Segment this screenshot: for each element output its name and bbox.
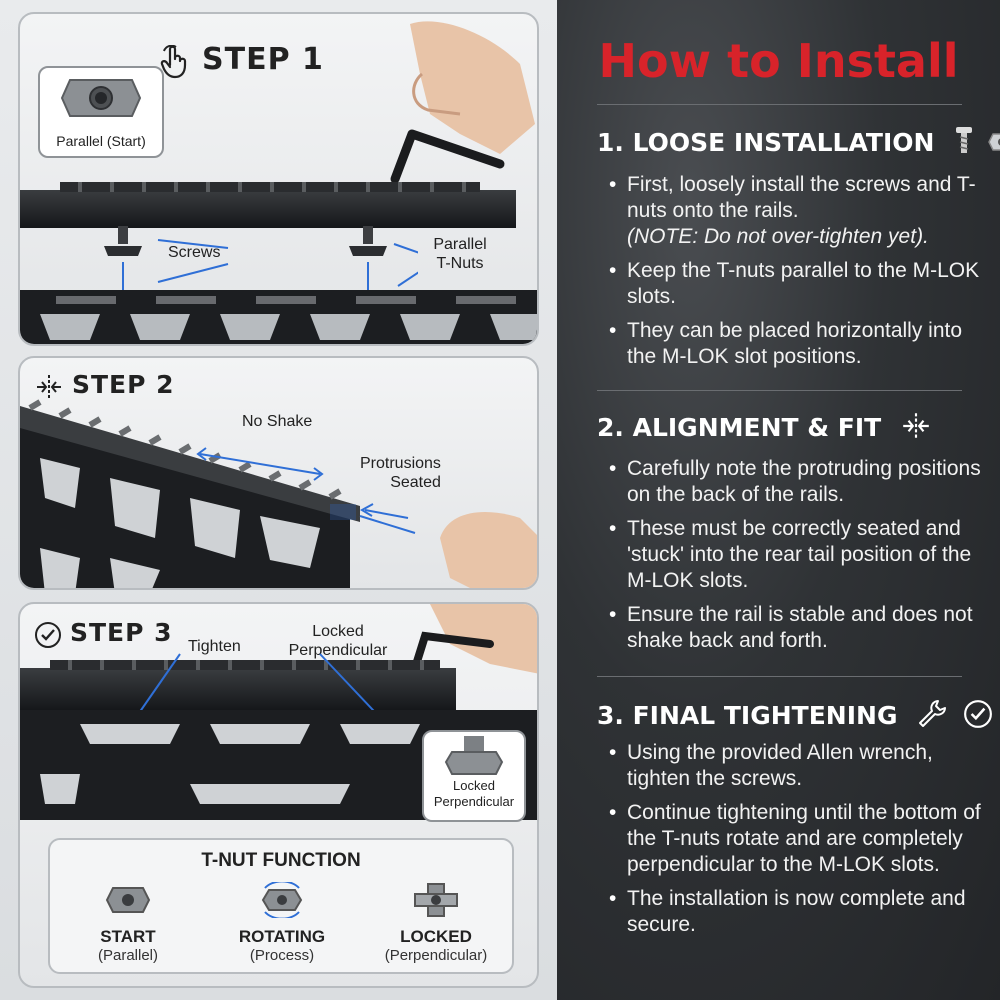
- list-item: These must be correctly seated and 'stuc…: [609, 516, 989, 594]
- section1-heading: 1. LOOSE INSTALLATION: [597, 126, 1000, 162]
- steps-illustration: STEP 1 Parallel (Start): [0, 0, 557, 1000]
- section2-bullets: Carefully note the protruding positions …: [609, 456, 989, 662]
- rail-step3: [20, 668, 456, 710]
- step2-panel: STEP 2 No Shake Protrusions Seated: [18, 356, 539, 590]
- tighten-label: Tighten: [188, 638, 241, 655]
- screws-label: Screws: [168, 244, 221, 261]
- list-item: Ensure the rail is stable and does not s…: [609, 602, 989, 654]
- align-icon: [900, 412, 932, 446]
- hand-wrench-image: [390, 21, 535, 184]
- locked-card-label: Locked Perpendicular: [433, 778, 515, 809]
- screw-icon: [953, 126, 975, 162]
- fn-locked: LOCKED (Perpendicular): [366, 882, 506, 964]
- list-item: They can be placed horizontally into the…: [609, 318, 989, 370]
- section2-heading: 2. ALIGNMENT & FIT: [597, 412, 932, 446]
- tnut-function-title: T-NUT FUNCTION: [201, 850, 361, 871]
- step2-title: STEP 2: [34, 370, 175, 404]
- picatinny-rail: [20, 190, 516, 228]
- section1-bullets: First, loosely install the screws and T-…: [609, 172, 989, 378]
- tnut-start-icon: [105, 887, 151, 913]
- tnuts-label: Parallel T-Nuts: [433, 236, 487, 272]
- tnut-rotating-icon: [261, 880, 303, 920]
- tnut-locked-icon: [444, 736, 504, 775]
- tnut-locked-fn-icon: [414, 883, 458, 917]
- parallel-start-label: Parallel (Start): [56, 133, 146, 149]
- section3-heading: 3. FINAL TIGHTENING: [597, 698, 993, 736]
- divider: [597, 390, 962, 391]
- wrench-icon: [916, 698, 948, 736]
- step3-panel: STEP 3 Tighten Locked Perpendicular Lock…: [18, 602, 539, 988]
- section3-bullets: Using the provided Allen wrench, tighten…: [609, 740, 989, 946]
- parallel-start-card: Parallel (Start): [38, 66, 164, 158]
- list-item: Continue tightening until the bottom of …: [609, 800, 989, 878]
- hand-pointer-icon: [160, 44, 194, 85]
- locked-label: Locked Perpendicular: [288, 623, 388, 659]
- list-item: First, loosely install the screws and T-…: [609, 172, 989, 250]
- tnut-icon: [988, 130, 1000, 159]
- check-circle-icon: [34, 621, 62, 653]
- align-icon: [34, 374, 64, 404]
- protrusions-label: Protrusions Seated: [360, 455, 441, 491]
- check-circle-icon: [963, 699, 993, 735]
- hand-image: [440, 512, 537, 588]
- no-shake-label: No Shake: [242, 413, 313, 430]
- divider: [597, 676, 962, 677]
- step1-title: STEP 1: [160, 42, 324, 85]
- list-item: Carefully note the protruding positions …: [609, 456, 989, 508]
- tnut-function-box: T-NUT FUNCTION START (Parallel) ROTATING…: [48, 838, 514, 974]
- step3-title: STEP 3: [34, 618, 173, 653]
- tnut-parallel-icon: [60, 79, 142, 117]
- locked-perpendicular-card: Locked Perpendicular: [422, 730, 526, 822]
- list-item: Using the provided Allen wrench, tighten…: [609, 740, 989, 792]
- fn-start: START (Parallel): [58, 882, 198, 964]
- divider: [597, 104, 962, 105]
- rail-angled-image: [20, 399, 416, 588]
- fn-rotating: ROTATING (Process): [212, 880, 352, 964]
- list-item: The installation is now complete and sec…: [609, 886, 989, 938]
- step1-panel: STEP 1 Parallel (Start): [18, 12, 539, 346]
- instructions-panel: How to Install 1. LOOSE INSTALLATION Fir…: [557, 0, 1000, 1000]
- instructions-title: How to Install: [598, 34, 959, 88]
- list-item: Keep the T-nuts parallel to the M-LOK sl…: [609, 258, 989, 310]
